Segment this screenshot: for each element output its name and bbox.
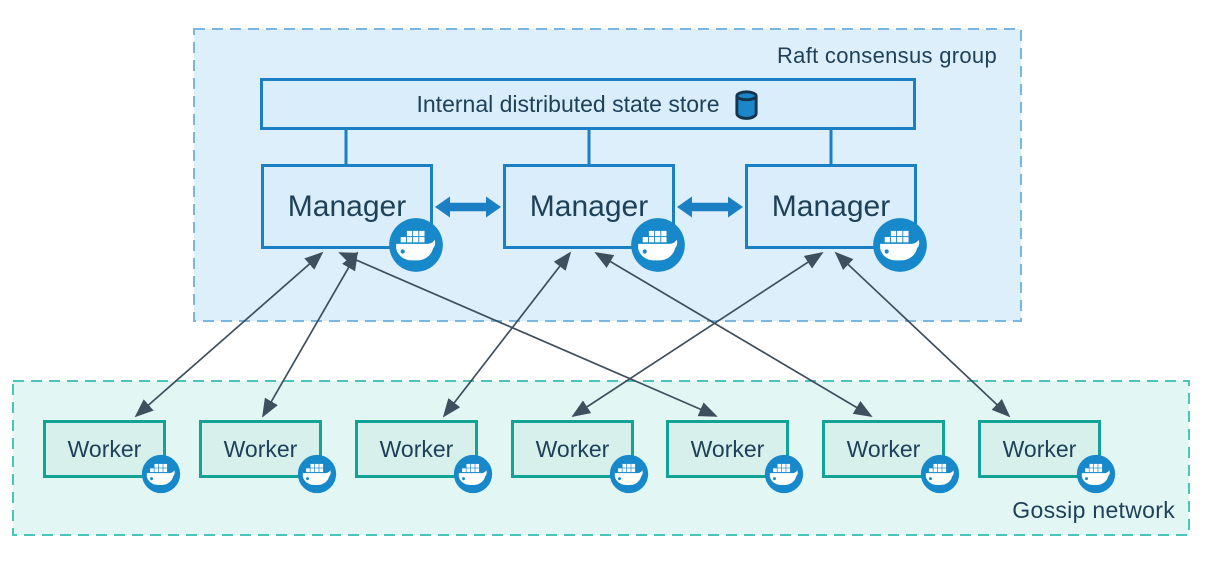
manager-label: Manager: [771, 189, 891, 223]
manager-node-2: Manager: [503, 164, 685, 272]
docker-icon: [609, 454, 649, 494]
docker-icon: [389, 218, 443, 272]
docker-icon: [141, 454, 181, 494]
manager-label: Manager: [529, 189, 649, 223]
manager-worker-links: [134, 251, 1011, 418]
worker-node-3: Worker: [355, 420, 493, 494]
docker-icon: [764, 454, 804, 494]
manager-node-3: Manager: [745, 164, 927, 272]
manager-label: Manager: [287, 189, 407, 223]
worker-node-7: Worker: [978, 420, 1116, 494]
worker-node-5: Worker: [666, 420, 804, 494]
worker-label: Worker: [535, 435, 610, 462]
worker-node-1: Worker: [43, 420, 181, 494]
manager-node-1: Manager: [261, 164, 443, 272]
worker-label: Worker: [690, 435, 765, 462]
gossip-network-label: Gossip network: [1012, 497, 1175, 523]
worker-label: Worker: [379, 435, 454, 462]
docker-icon: [631, 218, 685, 272]
worker-node-2: Worker: [199, 420, 337, 494]
state-store-box: Internal distributed state store: [260, 78, 916, 130]
worker-node-4: Worker: [511, 420, 649, 494]
raft-group-label: Raft consensus group: [776, 43, 997, 68]
store-manager-connectors: [344, 129, 833, 166]
docker-icon: [873, 218, 927, 272]
worker-label: Worker: [223, 435, 298, 462]
worker-label: Worker: [846, 435, 921, 462]
docker-icon: [1076, 454, 1116, 494]
state-store-label: Internal distributed state store: [416, 90, 720, 117]
docker-icon: [297, 454, 337, 494]
worker-label: Worker: [1002, 435, 1077, 462]
docker-icon: [920, 454, 960, 494]
database-icon: [734, 89, 758, 120]
worker-node-6: Worker: [822, 420, 960, 494]
worker-label: Worker: [67, 435, 142, 462]
docker-icon: [453, 454, 493, 494]
